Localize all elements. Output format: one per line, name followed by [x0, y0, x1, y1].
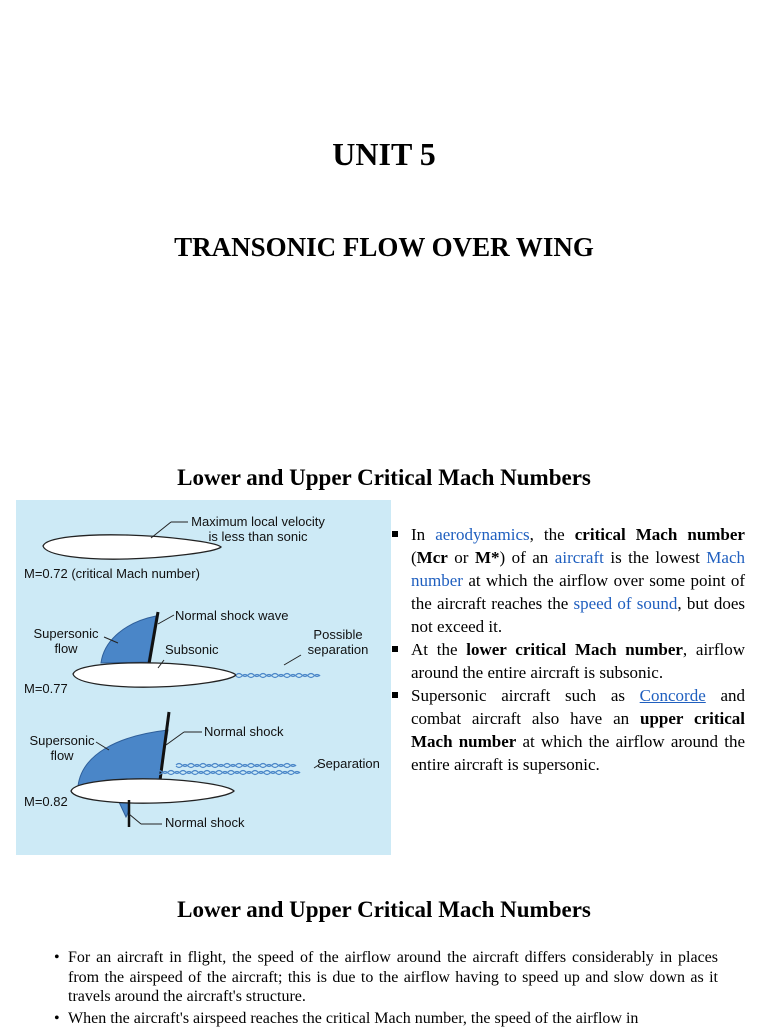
normal-shock-2	[157, 711, 171, 789]
text: , the	[529, 525, 575, 544]
link-aircraft[interactable]: aircraft	[554, 548, 604, 567]
supersonic-region-lower	[118, 801, 130, 819]
bullet-lower-critical: At the lower critical Mach number, airfl…	[392, 638, 745, 684]
wake-1b	[235, 673, 321, 679]
pointer-normal-shock-1	[165, 731, 185, 746]
term-mstar: M*	[474, 548, 500, 567]
label-normal-shock-2: Normal shock	[165, 815, 245, 830]
pointer-supersonic-1	[103, 636, 119, 644]
label-less-than-sonic: is less than sonic	[208, 529, 308, 544]
wake-2b	[155, 770, 301, 776]
bullet-airspeed-reaches: • When the aircraft's airspeed reaches t…	[52, 1009, 718, 1029]
bullet-airflow-speed: • For an aircraft in flight, the speed o…	[52, 948, 718, 1007]
label-possible: Possible	[313, 627, 363, 642]
link-mach-number[interactable]: Mach number	[411, 548, 745, 590]
airfoil-2	[72, 662, 237, 688]
label-max-local-velocity: Maximum local velocity	[191, 514, 325, 529]
pointer-separation	[313, 763, 321, 769]
text: at which the airflow over some point of …	[411, 571, 745, 613]
airflow-bullets: • For an aircraft in flight, the speed o…	[52, 948, 718, 1030]
label-m-077: M=0.77	[24, 681, 68, 696]
text: When the aircraft's airspeed reaches the…	[68, 1009, 639, 1027]
bullet-dot-icon: •	[54, 949, 60, 966]
unit-title: UNIT 5	[332, 136, 436, 172]
text: For an aircraft in flight, the speed of …	[68, 949, 718, 1005]
label-m-082: M=0.82	[24, 794, 68, 809]
wake-2	[155, 769, 301, 775]
section-heading-critical-mach: Lower and Upper Critical Mach Numbers	[177, 465, 591, 490]
term-mcr: Mcr	[416, 548, 448, 567]
wake-1	[235, 672, 321, 678]
critical-mach-bullets: In aerodynamics, the critical Mach numbe…	[392, 523, 745, 776]
bullet-dot-icon: •	[54, 1009, 60, 1027]
label-m-072: M=0.72 (critical Mach number)	[24, 566, 200, 581]
normal-shock-wave-1	[147, 611, 160, 665]
transonic-flow-figure: Maximum local velocity is less than soni…	[16, 500, 391, 855]
text: or	[447, 548, 475, 567]
text: At the	[411, 640, 467, 659]
pointer-line-1	[150, 521, 172, 539]
text: ) of an	[499, 548, 555, 567]
bullet-square-icon	[392, 531, 398, 537]
text: In	[411, 525, 436, 544]
text: , but does not exceed it.	[411, 594, 745, 636]
pointer-possible-separation	[283, 654, 302, 666]
label-normal-shock-1: Normal shock	[204, 724, 284, 739]
text: is the lowest	[603, 548, 707, 567]
airfoil-3	[70, 778, 235, 804]
pointer-supersonic-2	[95, 741, 110, 751]
label-flow-1: flow	[54, 641, 78, 656]
text: Supersonic aircraft such as	[411, 686, 640, 705]
bullet-upper-critical: Supersonic aircraft such as Concorde and…	[392, 684, 745, 776]
bullet-square-icon	[392, 692, 398, 698]
link-concorde[interactable]: Concorde	[639, 686, 706, 705]
bullet-critical-mach-definition: In aerodynamics, the critical Mach numbe…	[392, 523, 745, 638]
label-separation-2: Separation	[317, 756, 380, 771]
pointer-normal-shock-2	[128, 813, 142, 825]
bullet-square-icon	[392, 646, 398, 652]
airfoil-diagram	[42, 521, 321, 827]
text: (	[411, 548, 417, 567]
pointer-subsonic	[157, 659, 165, 669]
term-upper-critical-mach-number: upper critical Mach number	[411, 709, 745, 751]
text: , airflow around the entire aircraft is …	[411, 640, 745, 682]
airfoil-1	[42, 534, 222, 560]
term-lower-critical-mach-number: lower critical Mach number	[466, 640, 683, 659]
link-aerodynamics[interactable]: aerodynamics	[435, 525, 530, 544]
text: and combat aircraft also have an	[411, 686, 745, 728]
term-critical-mach-number: critical Mach number	[574, 525, 745, 544]
pointer-normal-shock-wave	[157, 614, 175, 625]
section-heading-critical-mach-2: Lower and Upper Critical Mach Numbers	[177, 897, 591, 922]
topic-title: TRANSONIC FLOW OVER WING	[174, 232, 594, 262]
wake-3	[175, 762, 297, 768]
label-separation-1: separation	[307, 642, 369, 657]
label-subsonic: Subsonic	[165, 642, 219, 657]
text: at which the airflow around the entire a…	[411, 732, 745, 774]
link-speed-of-sound[interactable]: speed of sound	[573, 594, 678, 613]
label-supersonic-2: Supersonic	[29, 733, 95, 748]
label-flow-2: flow	[50, 748, 74, 763]
wake-3b	[175, 763, 297, 769]
label-supersonic-1: Supersonic	[33, 626, 99, 641]
label-normal-shock-wave: Normal shock wave	[175, 608, 289, 623]
